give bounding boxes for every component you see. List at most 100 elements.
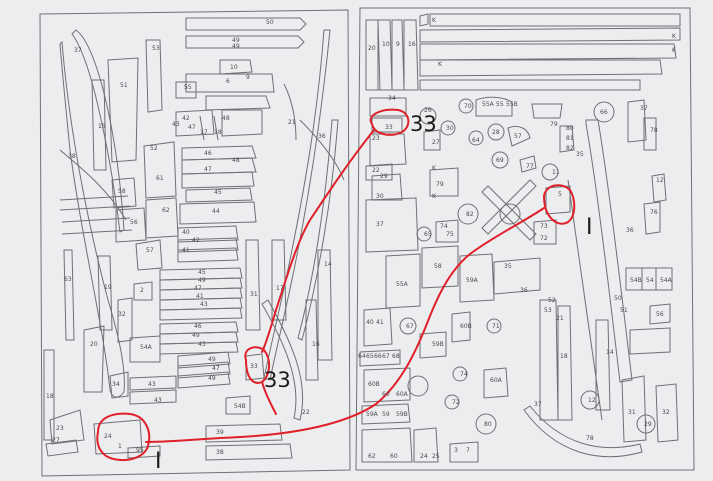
part-40-plate	[177, 225, 239, 243]
part-label-p18b: 18	[46, 393, 54, 400]
part-57-round	[507, 125, 531, 147]
part-label-p55Aa: 55A	[396, 281, 409, 288]
part-82-round	[457, 203, 479, 225]
part-77-small	[519, 155, 537, 173]
part-43-wing-b	[129, 389, 177, 405]
part-label-p40: 40	[182, 229, 190, 236]
part-11-ring	[541, 163, 559, 181]
part-label-p35b: 35	[504, 263, 512, 270]
part-66	[593, 101, 615, 123]
part-label-p62: 62	[162, 207, 170, 214]
part-label-p18a: 18	[214, 129, 222, 136]
part-label-p30a: 30	[446, 125, 454, 132]
strip-K1	[419, 13, 429, 27]
part-label-p49c: 49	[198, 277, 206, 284]
part-42-plate	[175, 109, 215, 137]
strip-K2	[419, 27, 681, 43]
part-72-ring	[444, 394, 460, 410]
part-label-p24: 24	[104, 433, 112, 440]
part-label-p52a: 52	[150, 145, 158, 152]
part-14-strip	[317, 249, 333, 361]
part-55A-round	[475, 96, 513, 117]
part-label-p95: 95	[136, 447, 144, 454]
part-label-p66: 66	[600, 109, 608, 116]
part-label-p77: 77	[526, 163, 534, 170]
part-62	[145, 197, 179, 239]
part-label-p47d: 47	[212, 365, 220, 372]
part-label-p59B: 59B	[432, 341, 444, 348]
part-label-p9b: 9	[396, 41, 400, 48]
part-40-41-right	[363, 307, 393, 347]
part-26	[419, 107, 437, 125]
part-label-p58b: 58	[434, 263, 442, 270]
part-label-p54Ab: 54A	[660, 277, 673, 284]
part-label-p53: 53	[152, 45, 160, 52]
part-50	[185, 17, 307, 31]
part-label-p41c: 41	[376, 319, 384, 326]
callout-I-bottom-left: I	[155, 449, 162, 474]
part-56-right	[649, 303, 671, 325]
part-43-wing	[129, 375, 177, 391]
strip-K1-long	[429, 13, 681, 27]
part-label-p78b: 78	[586, 435, 594, 442]
part-label-p80: 80	[566, 125, 574, 132]
part-label-p38a: 38	[68, 153, 76, 160]
part-39	[205, 423, 283, 443]
part-label-p5: 5	[558, 191, 562, 198]
part-48-plate-b	[181, 157, 257, 175]
red-loop-right-I	[543, 184, 576, 225]
part-label-p10b: 10	[382, 41, 390, 48]
part-label-p29b: 29	[644, 421, 652, 428]
part-48-plate	[221, 109, 263, 137]
part-label-p49d: 49	[192, 332, 200, 339]
part-label-p17b: 17	[276, 285, 284, 292]
part-58-rib	[421, 245, 459, 289]
part-label-p47c: 47	[194, 285, 202, 292]
part-label-p76: 76	[650, 209, 658, 216]
part-label-p31b: 31	[628, 409, 636, 416]
part-label-p12b: 12	[588, 397, 596, 404]
red-loop-top-right-33	[369, 108, 410, 136]
part-label-p72: 72	[540, 235, 548, 242]
stringer-4	[61, 229, 133, 235]
part-label-p58: 58	[118, 188, 126, 195]
part-label-p38b: 38	[216, 449, 224, 456]
part-59B-right	[419, 331, 447, 359]
part-label-p55: 55	[184, 84, 192, 91]
part-label-p23: 23	[56, 425, 64, 432]
part-label-p46b: 46	[194, 323, 202, 330]
part-label-p36b: 36	[520, 287, 528, 294]
strip-K3	[419, 43, 677, 61]
part-label-p51b: 51	[620, 307, 628, 314]
part-label-p46a: 46	[204, 150, 212, 157]
part-label-p72b: 72	[452, 399, 460, 406]
part-label-p6: 6	[226, 78, 230, 85]
part-label-p50b: 50	[614, 295, 622, 302]
part-69	[491, 151, 509, 169]
part-label-p9: 9	[246, 74, 250, 81]
part-35-36	[493, 257, 541, 295]
part-label-p42b: 42	[192, 237, 200, 244]
part-6	[185, 73, 275, 93]
part-9	[205, 95, 271, 111]
left-sheet-outline	[39, 9, 351, 477]
callout-33-bottom: 33	[264, 368, 291, 392]
part-label-p43c: 43	[198, 341, 206, 348]
part-58	[111, 177, 137, 209]
part-label-p2: 2	[140, 287, 144, 294]
part-label-p37a: 37	[74, 47, 82, 54]
part-37-right	[627, 99, 647, 143]
part-label-p3: 3	[454, 447, 458, 454]
hull-part-left	[59, 40, 125, 398]
part-label-pK6: K	[432, 193, 437, 200]
part-47-rib	[159, 287, 243, 301]
part-label-p27a: 27	[52, 437, 60, 444]
part-label-p60Bb: 60B	[368, 381, 380, 388]
part-20	[83, 325, 105, 393]
part-label-p33b: 33	[385, 124, 393, 131]
hull-part-right-outer	[297, 119, 339, 341]
part-78-curve	[523, 405, 643, 458]
part-label-pK2: K	[672, 33, 677, 40]
part-label-p39: 39	[216, 429, 224, 436]
part-45-rib	[159, 267, 243, 281]
